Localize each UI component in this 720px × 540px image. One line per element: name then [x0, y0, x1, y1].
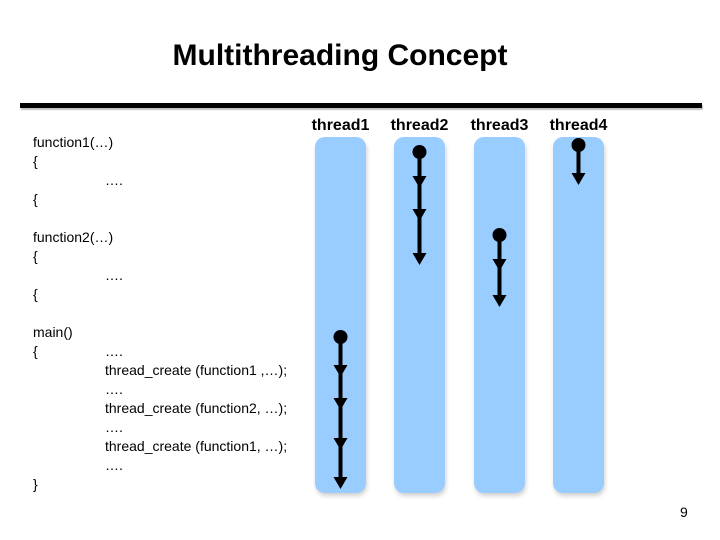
code-text: function1(…) — [33, 134, 114, 150]
code-text: { — [33, 191, 38, 207]
code-line: function2(…) — [33, 228, 323, 247]
code-line: thread_create (function2, …); — [33, 399, 323, 418]
code-block: function1(…) { …. { function2(…) { …. { main() { …… — [33, 133, 323, 494]
code-line: …. — [33, 456, 323, 475]
code-line: { — [33, 152, 323, 171]
thread-label-thread1: thread1 — [311, 117, 370, 134]
code-text: …. — [105, 267, 123, 283]
code-text: …. — [105, 343, 123, 359]
code-text: { — [33, 153, 38, 169]
code-line: } — [33, 475, 323, 494]
code-text: } — [33, 476, 38, 492]
code-line: …. — [33, 380, 323, 399]
thread-bar-thread3 — [474, 137, 525, 493]
slide-title: Multithreading Concept — [172, 39, 508, 72]
code-line: thread_create (function1 ,…); — [33, 361, 323, 380]
code-line — [33, 209, 323, 228]
thread-label-thread3: thread3 — [470, 117, 529, 134]
code-line: function1(…) — [33, 133, 323, 152]
thread-bar-thread2 — [394, 137, 445, 493]
thread-label-thread4: thread4 — [549, 117, 608, 134]
code-text: …. — [105, 381, 123, 397]
code-text: …. — [105, 172, 123, 188]
code-text: { — [33, 248, 38, 264]
code-line: …. — [33, 266, 323, 285]
code-text: { — [33, 343, 38, 359]
code-text: { — [33, 286, 38, 302]
code-line: …. — [33, 418, 323, 437]
code-text: main() — [33, 324, 73, 340]
thread-bar-thread1 — [315, 137, 366, 493]
code-text: …. — [105, 419, 123, 435]
title-rule — [20, 103, 702, 108]
thread-label-thread2: thread2 — [390, 117, 449, 134]
code-text: thread_create (function1 ,…); — [105, 362, 288, 378]
page-number: 9 — [680, 504, 688, 520]
code-line: { — [33, 247, 323, 266]
code-line: thread_create (function1, …); — [33, 437, 323, 456]
code-line: { — [33, 285, 323, 304]
code-text: thread_create (function1, …); — [105, 438, 288, 454]
code-text: …. — [105, 457, 123, 473]
code-line: { …. — [33, 342, 323, 361]
code-line: …. — [33, 171, 323, 190]
code-text: function2(…) — [33, 229, 114, 245]
code-line: { — [33, 190, 323, 209]
code-text: thread_create (function2, …); — [105, 400, 288, 416]
code-line: main() — [33, 323, 323, 342]
code-line — [33, 304, 323, 323]
thread-bar-thread4 — [553, 137, 604, 493]
